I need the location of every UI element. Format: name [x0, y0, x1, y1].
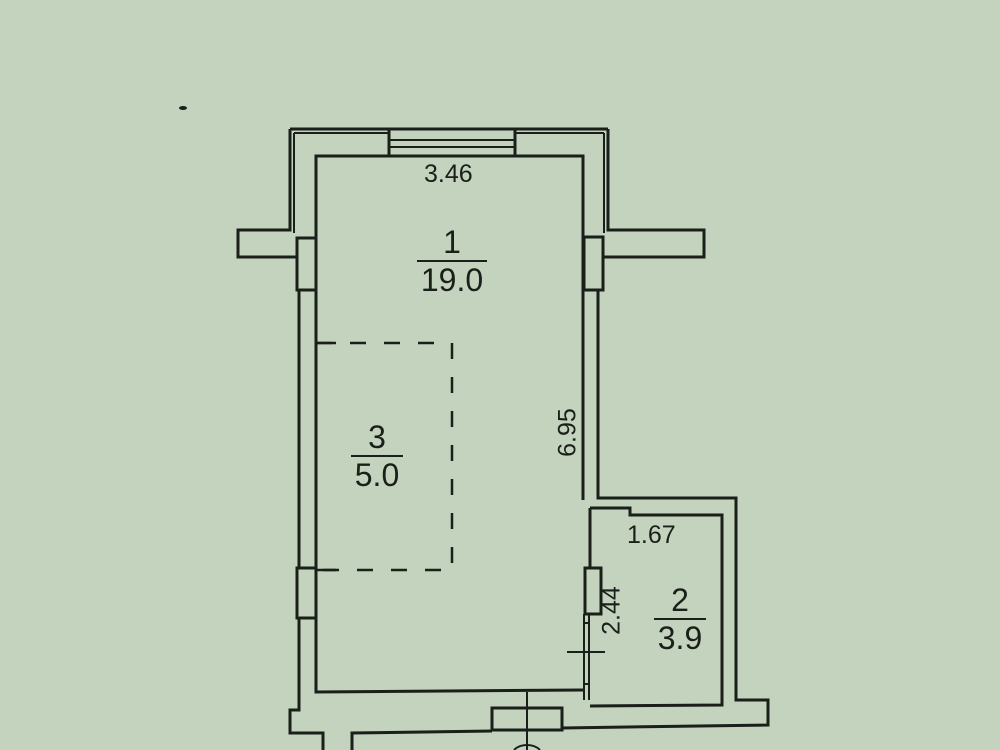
column-right-top: [582, 235, 605, 292]
room1-inner-wall: [314, 154, 584, 694]
room-2-number: 2: [671, 582, 689, 618]
dimension-room1-width: 3.46: [424, 160, 473, 188]
room-3-area: 5.0: [354, 457, 400, 493]
column-room2: [583, 566, 603, 616]
dimension-room2-length: 2.44: [597, 586, 626, 635]
room2-inner-wall: [589, 506, 724, 708]
room-1-number: 1: [443, 224, 461, 260]
speck-mark: [179, 106, 187, 110]
entrance-door: [490, 692, 564, 750]
room3-dashed-zone: [316, 341, 454, 572]
room-1-divider: [417, 260, 487, 262]
room-3-number: 3: [368, 419, 386, 455]
exterior-wall-right: [561, 290, 770, 730]
room-3-divider: [351, 455, 403, 457]
dimension-room1-length: 6.95: [553, 408, 582, 457]
exterior-wall-top: [236, 129, 297, 259]
room-3-label: 3 5.0: [345, 421, 409, 491]
column-left-bottom: [295, 566, 318, 620]
room-2-divider: [654, 618, 706, 620]
dimension-room2-width: 1.67: [627, 521, 676, 549]
room-2-label: 2 3.9: [648, 584, 712, 654]
room-2-area: 3.9: [657, 620, 703, 656]
room-1-label: 1 19.0: [412, 226, 492, 296]
exterior-wall-top-right: [604, 129, 706, 259]
room-1-area: 19.0: [420, 262, 484, 298]
window-top: [387, 127, 517, 158]
column-left-top: [295, 236, 318, 292]
